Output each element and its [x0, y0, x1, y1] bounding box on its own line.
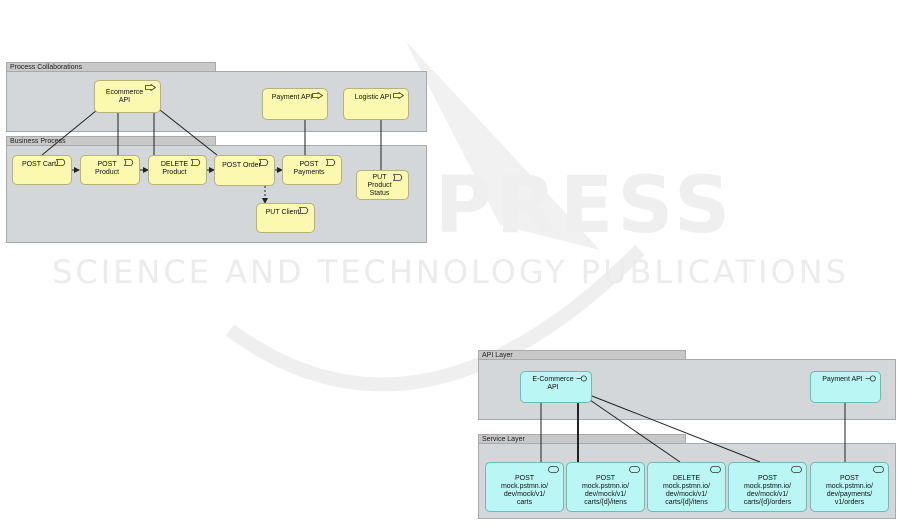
payment-api-interface[interactable]: Payment API: [810, 371, 881, 403]
post-product-node[interactable]: POST Product: [80, 155, 140, 185]
edge-ecommerce-postcart: [41, 109, 98, 156]
node-label: POST mock.pstmn.io/ dev/mock/v1/ carts/{…: [743, 475, 792, 506]
service-post-cart-orders[interactable]: POST mock.pstmn.io/ dev/mock/v1/ carts/{…: [728, 462, 807, 512]
put-client-node[interactable]: PUT Client: [256, 203, 315, 233]
event-icon: [124, 159, 134, 166]
service-icon: [710, 466, 721, 473]
event-icon: [299, 207, 309, 214]
post-cart-node[interactable]: POST Cart: [12, 155, 72, 185]
business-process-tab: Business Process: [6, 136, 216, 145]
post-payments-node[interactable]: POST Payments: [282, 155, 342, 185]
service-icon: [548, 466, 559, 473]
post-order-node[interactable]: POST Order: [214, 155, 275, 186]
service-icon: [873, 466, 884, 473]
node-label: POST Cart: [21, 161, 57, 168]
lollipop-interface-icon: [576, 375, 587, 382]
node-label: Ecommerce API: [105, 88, 144, 104]
node-label: PUT Client: [265, 209, 300, 216]
node-label: DELETE mock.pstmn.io/ dev/mock/v1/ carts…: [662, 475, 711, 506]
node-label: POST mock.pstmn.io/ dev/mock/v1/ carts/{…: [581, 475, 630, 506]
edge-api-svc3: [589, 399, 681, 463]
edge-api-svc4: [591, 395, 761, 463]
interface-arrow-icon: [145, 84, 156, 91]
node-label: POST Product: [94, 161, 120, 176]
process-collaborations-tab: Process Collaborations: [6, 62, 216, 71]
node-label: POST Payments: [293, 161, 325, 176]
node-label: POST mock.pstmn.io/ dev/payments/ v1/ord…: [825, 475, 874, 506]
edge-ecommerce-postorder: [159, 109, 218, 156]
node-label: POST Order: [222, 161, 261, 169]
interface-arrow-icon: [393, 92, 404, 99]
service-icon: [629, 466, 640, 473]
service-post-cart-itens[interactable]: POST mock.pstmn.io/ dev/mock/v1/ carts/{…: [566, 462, 645, 512]
node-label: PUT Product Status: [367, 174, 392, 197]
service-delete-cart-itens[interactable]: DELETE mock.pstmn.io/ dev/mock/v1/ carts…: [647, 462, 726, 512]
service-post-carts[interactable]: POST mock.pstmn.io/ dev/mock/v1/ carts: [485, 462, 564, 512]
service-layer-tab: Service Layer: [478, 434, 686, 443]
watermark-subtitle: SCIENCE AND TECHNOLOGY PUBLICATIONS: [52, 253, 849, 291]
event-icon: [259, 159, 269, 166]
node-label: POST mock.pstmn.io/ dev/mock/v1/ carts: [500, 475, 549, 506]
node-label: DELETE Product: [160, 161, 189, 176]
service-post-payments-orders[interactable]: POST mock.pstmn.io/ dev/payments/ v1/ord…: [810, 462, 889, 512]
event-icon: [56, 159, 66, 166]
event-icon: [393, 174, 403, 181]
node-label: Payment API: [271, 94, 313, 101]
node-label: Payment API: [822, 376, 863, 383]
event-icon: [326, 159, 336, 166]
event-icon: [191, 159, 201, 166]
api-layer-tab: API Layer: [478, 350, 686, 359]
node-label: Logistic API: [354, 94, 392, 101]
node-label: E-Commerce API: [532, 376, 574, 391]
interface-arrow-icon: [312, 92, 323, 99]
payment-api-node[interactable]: Payment API: [262, 88, 328, 120]
service-icon: [791, 466, 802, 473]
delete-product-node[interactable]: DELETE Product: [148, 155, 207, 185]
ecommerce-api-interface[interactable]: E-Commerce API: [520, 371, 592, 403]
lollipop-interface-icon: [865, 375, 876, 382]
logistic-api-node[interactable]: Logistic API: [343, 88, 409, 120]
put-product-status-node[interactable]: PUT Product Status: [356, 170, 409, 200]
ecommerce-api-node[interactable]: Ecommerce API: [94, 80, 161, 113]
